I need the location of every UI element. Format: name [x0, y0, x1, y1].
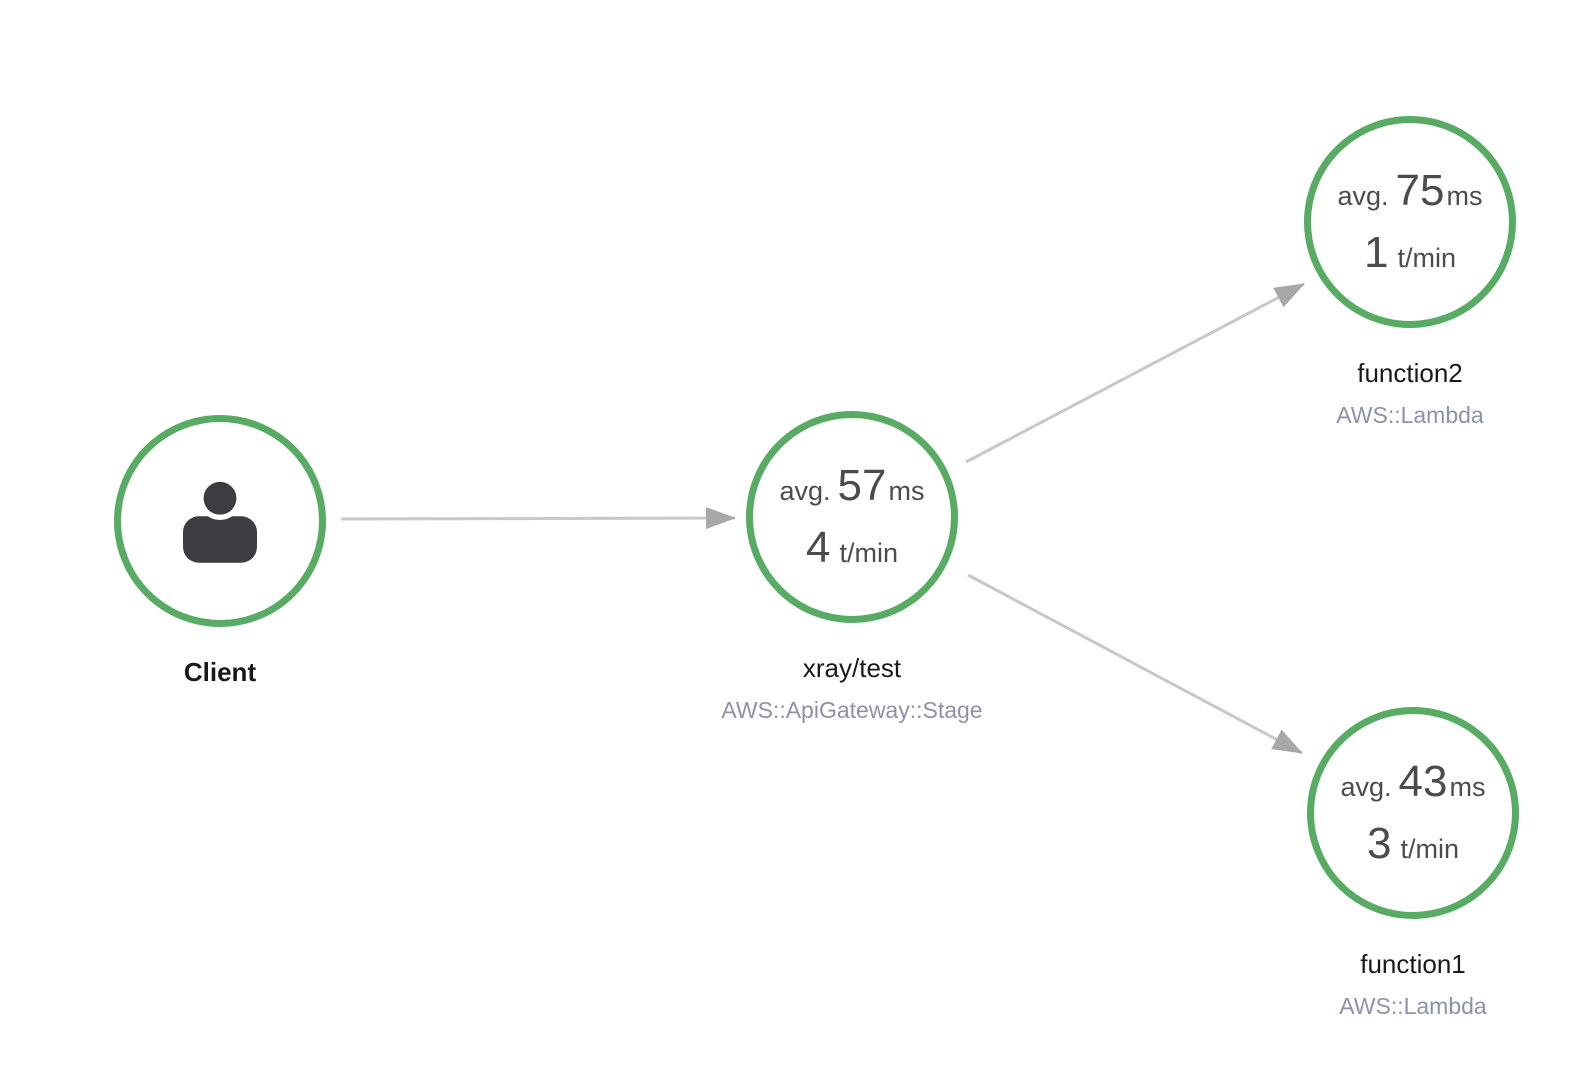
avg-label: avg. [779, 476, 831, 506]
rate-unit: t/min [1400, 834, 1459, 864]
node-label-client: Client [183, 657, 257, 687]
node-label-function2: function2 [1357, 358, 1463, 388]
node-type-function2: AWS::Lambda [1336, 402, 1484, 428]
rate-unit: t/min [839, 538, 898, 568]
node-type-xray-test: AWS::ApiGateway::Stage [721, 697, 983, 723]
avg-unit: ms [1446, 181, 1483, 211]
user-icon [183, 479, 257, 563]
avg-value: 43 [1398, 757, 1448, 806]
rate-value: 1 [1364, 228, 1389, 277]
node-type-function1: AWS::Lambda [1339, 993, 1487, 1019]
node-circle-function2[interactable]: avg. 75 ms 1 t/min [1304, 116, 1516, 328]
avg-value: 75 [1395, 166, 1445, 215]
edge-client-to-xray-test[interactable] [340, 507, 736, 530]
rate-unit: t/min [1397, 243, 1456, 273]
node-label-xray-test: xray/test [802, 653, 902, 683]
node-client: Client [70, 415, 370, 688]
traffic-rate-metric: 4 t/min [806, 523, 898, 573]
node-function1: avg. 43 ms 3 t/min function1 AWS::Lambda [1263, 707, 1563, 1020]
node-function2: avg. 75 ms 1 t/min function2 AWS::Lambda [1260, 116, 1560, 429]
traffic-rate-metric: 3 t/min [1367, 819, 1459, 869]
node-label-function1: function1 [1360, 949, 1466, 979]
rate-value: 3 [1367, 819, 1392, 868]
node-circle-xray-test[interactable]: avg. 57 ms 4 t/min [746, 411, 958, 623]
traffic-rate-metric: 1 t/min [1364, 228, 1456, 278]
edge-xray-test-to-function2[interactable] [965, 282, 1305, 464]
rate-value: 4 [806, 523, 831, 572]
node-xray-test: avg. 57 ms 4 t/min xray/test AWS::ApiGat… [702, 411, 1002, 724]
node-circle-function1[interactable]: avg. 43 ms 3 t/min [1307, 707, 1519, 919]
avg-latency-metric: avg. 57 ms [780, 461, 925, 511]
edge-xray-test-to-function1[interactable] [967, 573, 1303, 755]
avg-value: 57 [837, 461, 887, 510]
avg-latency-metric: avg. 43 ms [1341, 757, 1486, 807]
avg-unit: ms [1449, 772, 1486, 802]
avg-label: avg. [1337, 181, 1389, 211]
node-circle-client[interactable] [114, 415, 326, 627]
avg-label: avg. [1340, 772, 1392, 802]
avg-latency-metric: avg. 75 ms [1338, 166, 1483, 216]
avg-unit: ms [888, 476, 925, 506]
